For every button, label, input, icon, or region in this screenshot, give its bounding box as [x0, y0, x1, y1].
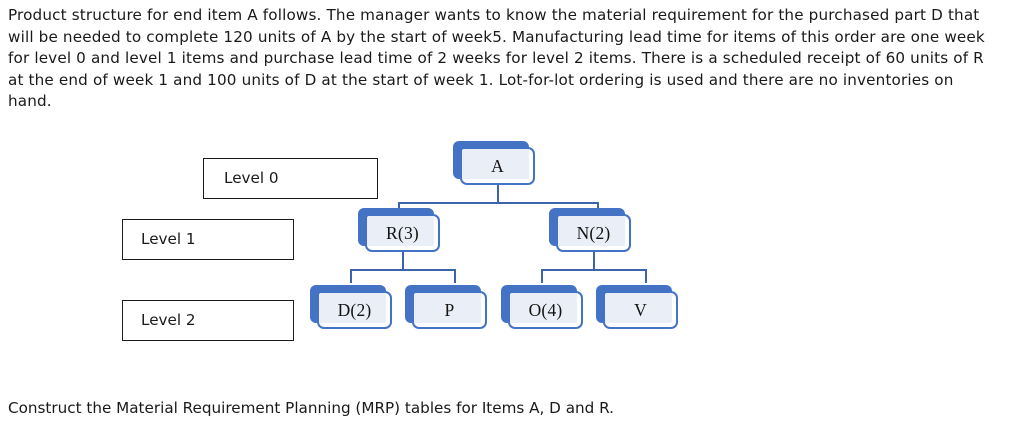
connector-a-stem	[497, 185, 499, 203]
node-inner-fill	[414, 293, 481, 323]
tree-node-n2-label: N(2)	[576, 222, 611, 243]
tree-node-v: V	[596, 285, 678, 329]
node-inner-fill	[319, 293, 386, 323]
connector-n2-to-v	[645, 269, 647, 283]
connector-r3-bus	[350, 269, 455, 271]
tree-node-o4-label: O(4)	[528, 299, 563, 320]
node-inner-fill	[605, 293, 672, 323]
connector-r3-to-d2	[350, 269, 352, 283]
tree-node-d2: D(2)	[310, 285, 392, 329]
level-0-label: Level 0	[224, 168, 279, 187]
tree-node-d2-label: D(2)	[337, 299, 372, 320]
tree-node-a-label: A	[491, 155, 504, 176]
level-1-caption-box: Level 1	[122, 219, 294, 260]
tree-node-n2: N(2)	[549, 208, 631, 252]
tree-node-r3: R(3)	[358, 208, 440, 252]
level-1-label: Level 1	[141, 229, 196, 248]
tree-node-a: A	[453, 141, 535, 185]
connector-n2-bus	[541, 269, 646, 271]
node-inner-fill	[367, 216, 434, 246]
tree-node-v-label: V	[634, 299, 647, 320]
tree-node-r3-label: R(3)	[386, 222, 419, 243]
connector-r3-stem	[402, 252, 404, 270]
tree-node-o4: O(4)	[501, 285, 583, 329]
node-inner-fill	[462, 149, 529, 179]
tree-node-p-label: P	[444, 299, 455, 320]
connector-r3-to-p	[454, 269, 456, 283]
product-structure-diagram: Level 0 Level 1 Level 2 A R(3) N(2)	[0, 132, 1012, 357]
closing-question-text: Construct the Material Requirement Plann…	[8, 399, 614, 417]
connector-n2-to-o4	[541, 269, 543, 283]
problem-statement-text: Product structure for end item A follows…	[8, 6, 985, 110]
connector-n2-stem	[593, 252, 595, 270]
node-inner-fill	[510, 293, 577, 323]
level-2-caption-box: Level 2	[122, 300, 294, 341]
tree-node-p: P	[405, 285, 487, 329]
level-2-label: Level 2	[141, 310, 196, 329]
level-0-caption-box: Level 0	[203, 158, 378, 199]
connector-a-bus	[398, 202, 598, 204]
node-inner-fill	[558, 216, 625, 246]
